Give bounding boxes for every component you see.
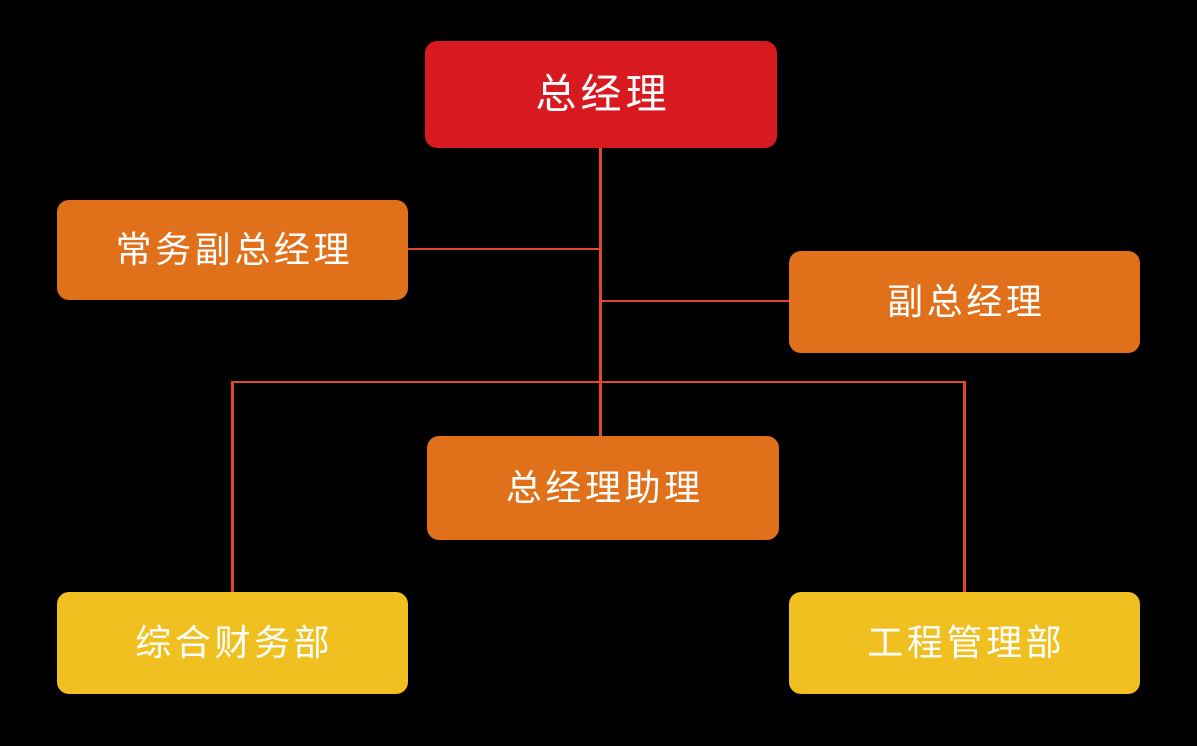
- org-node-executive-deputy-general-manager[interactable]: 常务副总经理: [57, 200, 408, 300]
- connector-department-bus: [232, 381, 965, 383]
- org-node-general-manager[interactable]: 总经理: [425, 41, 777, 148]
- connector-bus-to-engineering: [963, 381, 966, 593]
- org-node-engineering-management-department-label: 工程管理部: [867, 622, 1066, 663]
- org-node-general-manager-assistant-label: 总经理助理: [505, 467, 704, 508]
- connector-ceo-to-vp: [599, 300, 791, 302]
- org-node-general-manager-assistant[interactable]: 总经理助理: [427, 436, 779, 540]
- org-node-executive-deputy-general-manager-label: 常务副总经理: [115, 229, 354, 270]
- org-node-engineering-management-department[interactable]: 工程管理部: [789, 592, 1140, 694]
- connector-ceo-trunk: [599, 146, 602, 438]
- connector-ceo-to-exec-vp: [406, 248, 601, 250]
- org-node-finance-department[interactable]: 综合财务部: [57, 592, 408, 694]
- org-node-deputy-general-manager[interactable]: 副总经理: [789, 251, 1140, 353]
- connector-bus-to-finance: [231, 381, 234, 593]
- org-node-general-manager-label: 总经理: [535, 71, 671, 117]
- org-node-finance-department-label: 综合财务部: [135, 622, 334, 663]
- org-node-deputy-general-manager-label: 副总经理: [887, 281, 1046, 322]
